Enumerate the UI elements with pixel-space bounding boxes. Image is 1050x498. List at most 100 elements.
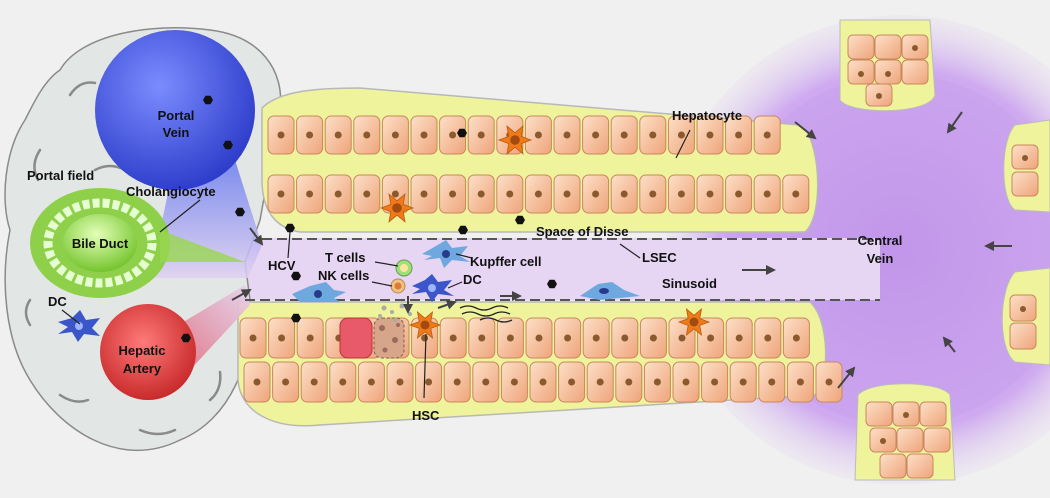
hcv-virion [235,207,245,217]
hcv-virion [285,223,295,233]
hepatocyte-nucleus [707,334,715,342]
label-hepatic-artery-2: Artery [123,361,162,376]
label-hepatic-artery-1: Hepatic [119,343,166,358]
hepatocyte-nucleus [682,378,690,386]
hepatocyte-nucleus [739,378,747,386]
hepatocyte-nucleus [363,131,371,139]
label-space-of-disse: Space of Disse [536,224,629,239]
hepatocyte-nucleus [792,334,800,342]
hepatocyte-nucleus [649,334,657,342]
lsec-lining [245,238,880,301]
hepatocyte-nucleus [534,190,542,198]
flow-arrows [231,111,1012,389]
hepatocyte-nucleus [620,190,628,198]
hepatocyte-nucleus [477,131,485,139]
hepatocyte-nucleus [625,378,633,386]
lsec-cell-right [580,282,640,300]
hepatocyte-nucleus [306,190,314,198]
hepatocyte-nucleus [620,131,628,139]
hepatocyte-nucleus [339,378,347,386]
hepatocyte-nucleus [711,378,719,386]
hepatocyte-nucleus [792,190,800,198]
hsc-cells [379,125,711,340]
hcv-virion [515,215,525,225]
label-lsec: LSEC [642,250,677,265]
hepatocyte-nucleus [334,190,342,198]
label-sinusoid: Sinusoid [662,276,717,291]
hcv-virion [458,225,468,235]
hepatocyte-nucleus [706,190,714,198]
hepatocyte-nucleus [539,378,547,386]
cv-cluster-right-top [1003,119,1050,213]
hcv-virion [203,95,213,105]
label-portal-vein-2: Vein [163,125,190,140]
hepatocyte-nucleus [592,131,600,139]
leader-lines [61,129,691,399]
hcv-virion [457,128,467,138]
hepatocyte-nucleus [478,334,486,342]
cv-cluster-bottom [854,383,956,481]
apoptotic-hepatocyte [373,317,405,359]
label-hepatocyte: Hepatocyte [672,108,742,123]
dc-left-cell [58,310,100,342]
hcv-virion [291,313,301,323]
hepatocyte-nucleus [592,334,600,342]
hepatocyte-nucleus [764,334,772,342]
label-dc-sinusoid: DC [463,272,482,287]
hcv-virion [291,271,301,281]
label-t-cells: T cells [325,250,365,265]
hepatocyte-nucleus [278,334,286,342]
label-central-vein-2: Vein [867,251,894,266]
hepatocyte-nucleus [277,131,285,139]
hepatocyte-nucleus [425,378,433,386]
hepatocyte-nucleus [706,131,714,139]
hepatocyte-nucleus [421,334,429,342]
hepatocyte-nucleus [678,334,686,342]
hepatocyte-nucleus [564,334,572,342]
hsc-nucleus [420,320,430,330]
hepatocyte-nucleus [596,378,604,386]
cv-cluster-right-bottom [1001,267,1050,366]
hepatocyte-nucleus [768,378,776,386]
hepatocyte-nucleus [677,131,685,139]
hepatocyte-nucleus [796,378,804,386]
dc-sinusoid-cell [412,274,454,302]
label-central-vein-1: Central [858,233,903,248]
bile-duct [30,188,245,298]
hepatocyte-nucleus [568,378,576,386]
hsc-nucleus [392,203,402,213]
hepatocyte-nucleus [420,190,428,198]
hepatocyte-nucleus [510,378,518,386]
t-cell [395,259,413,277]
hepatocyte-nucleus [449,131,457,139]
hcv-virion [223,140,233,150]
hepatocyte-nucleus [391,131,399,139]
cv-cluster-top [839,19,936,112]
label-hcv: HCV [268,258,296,273]
label-portal-field: Portal field [27,168,94,183]
portal-vein [95,30,255,190]
hepatocyte-nucleus [253,378,261,386]
hepatocyte-nucleus [477,190,485,198]
hsc-nucleus [510,135,520,145]
hepatocyte-nucleus [653,378,661,386]
hepatocyte-nucleus [506,190,514,198]
hepatocyte-nucleus [449,334,457,342]
hepatocyte-nucleus [763,190,771,198]
hepatocyte-nucleus [396,378,404,386]
hepatocyte-nucleus [621,334,629,342]
hepatocyte-nucleus [449,190,457,198]
hepatocyte-nucleus [367,378,375,386]
label-nk-cells: NK cells [318,268,369,283]
infected-hepatocyte [339,317,373,359]
hepatocyte-nucleus [535,334,543,342]
hepatocyte-nucleus [763,131,771,139]
hepatocyte-nucleus [735,190,743,198]
hepatocyte-nucleus [677,190,685,198]
hepatocyte-nucleus [310,378,318,386]
hepatocyte-nucleus [453,378,461,386]
hepatocyte-nucleus [534,131,542,139]
hepatocyte-nucleus [306,131,314,139]
nk-cell [390,278,406,294]
